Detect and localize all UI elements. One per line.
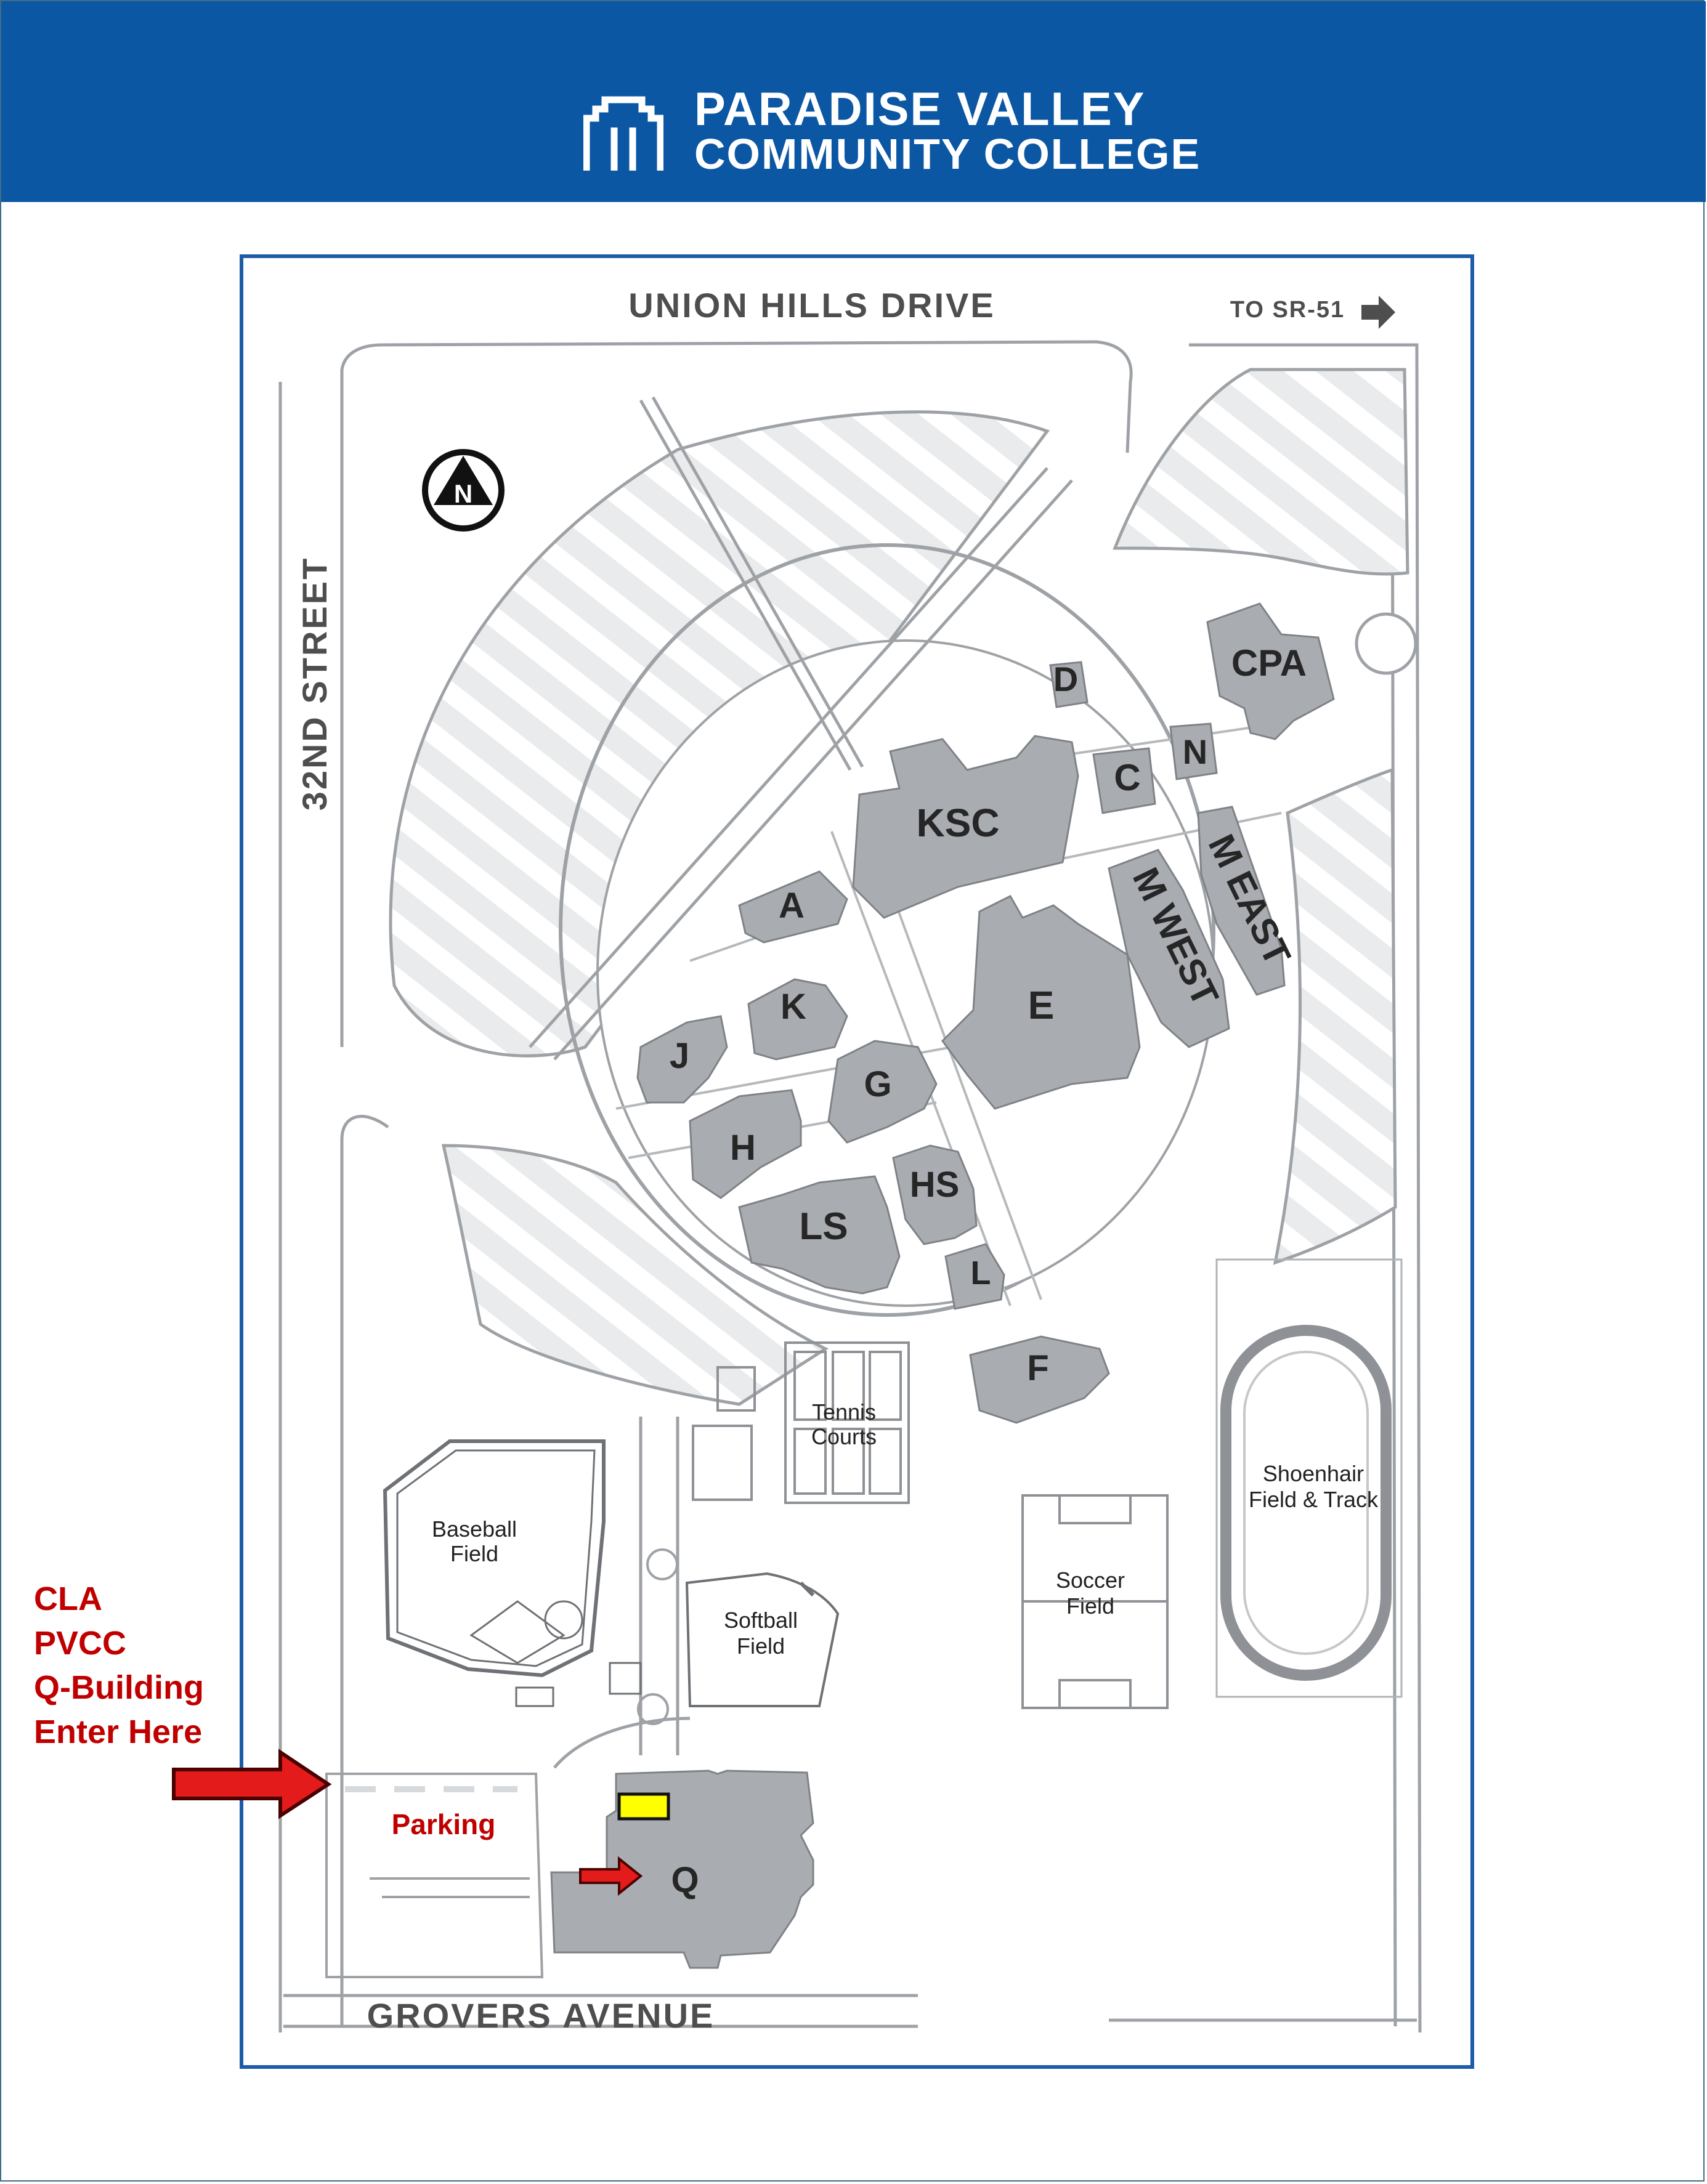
building-label-ls: LS [799, 1205, 848, 1248]
building-label-e: E [1028, 983, 1055, 1027]
building-label-k: K [781, 987, 806, 1027]
building-j [636, 1015, 728, 1104]
logo-title-line2: COMMUNITY COLLEGE [694, 130, 1201, 178]
baseball-field-label-line2: Field [450, 1541, 498, 1566]
header-banner: PARADISE VALLEY COMMUNITY COLLEGE [1, 1, 1706, 202]
softball-field [685, 1572, 840, 1707]
roundabout-south-1 [646, 1548, 678, 1580]
shoenhair-track [1215, 1258, 1403, 1698]
building-label-l: L [971, 1255, 991, 1292]
track-label-line1: Shoenhair [1263, 1461, 1364, 1486]
building-n [1169, 722, 1218, 780]
softball-field-label-line2: Field [737, 1633, 785, 1659]
building-m-east [1197, 806, 1286, 996]
north-compass-icon: N [422, 449, 505, 532]
building-label-q: Q [671, 1860, 699, 1900]
building-columns-logo-icon [583, 96, 663, 171]
direction-label: TO SR-51 [1230, 297, 1345, 323]
soccer-field-label-line1: Soccer [1056, 1567, 1125, 1593]
parking-lot-northeast [1113, 368, 1409, 576]
street-label-west: 32ND STREET [295, 557, 334, 811]
q-entrance-arrow-icon [579, 1856, 643, 1896]
soccer-field-label-line2: Field [1066, 1593, 1114, 1619]
tennis-courts [692, 1341, 910, 1504]
tennis-courts-label-line2: Courts [811, 1424, 877, 1449]
tennis-courts-label-line1: Tennis [812, 1399, 876, 1425]
diagonal-boulevard [529, 396, 1073, 1061]
callout-line-3: Q-Building [34, 1669, 204, 1706]
building-label-d: D [1053, 660, 1078, 698]
street-label-north: UNION HILLS DRIVE [628, 286, 995, 325]
south-access-road [553, 1417, 691, 1769]
roundabout-east [1355, 612, 1417, 675]
building-label-j: J [670, 1036, 689, 1076]
entrance-callout: CLA PVCC Q-Building Enter Here [34, 1577, 204, 1754]
building-m-west [1108, 849, 1230, 1048]
track-label-line2: Field & Track [1249, 1487, 1379, 1512]
parking-lot-south [325, 1773, 544, 1978]
building-cpa [1206, 602, 1335, 740]
q-building-entrance-highlight [617, 1792, 670, 1821]
logo-title-line1: PARADISE VALLEY [694, 83, 1146, 135]
baseball-field-label-line1: Baseball [432, 1516, 517, 1542]
callout-line-4: Enter Here [34, 1713, 203, 1750]
enter-here-arrow-icon [172, 1749, 332, 1819]
street-label-south: GROVERS AVENUE [367, 1996, 715, 2035]
soccer-field [1021, 1494, 1169, 1709]
building-label-c: C [1114, 757, 1140, 798]
building-ls [738, 1175, 901, 1295]
building-f [969, 1335, 1110, 1424]
building-label-n: N [1183, 732, 1207, 771]
roundabout-south-2 [637, 1693, 669, 1725]
building-g [827, 1040, 938, 1144]
building-l [944, 1243, 1005, 1310]
softball-field-label-line1: Softball [724, 1608, 798, 1633]
parking-lot-southwest [441, 1144, 829, 1406]
callout-line-2: PVCC [34, 1625, 127, 1662]
building-label-g: G [864, 1064, 891, 1104]
building-a [738, 870, 848, 944]
building-c [1092, 747, 1156, 814]
campus-ring-road [559, 543, 1215, 1317]
building-label-cpa: CPA [1231, 642, 1307, 684]
north-label: N [454, 479, 472, 508]
building-label-h: H [730, 1128, 756, 1168]
building-e [941, 895, 1141, 1110]
right-arrow-icon [1361, 296, 1395, 329]
building-hs [892, 1144, 978, 1245]
building-d [1049, 661, 1089, 708]
building-h [689, 1089, 802, 1199]
building-ksc [852, 735, 1079, 919]
building-k [747, 978, 848, 1061]
baseball-field [383, 1439, 642, 1707]
building-label-f: F [1027, 1348, 1048, 1388]
callout-line-1: CLA [34, 1580, 102, 1617]
building-label-a: A [779, 886, 805, 926]
building-label-hs: HS [910, 1165, 960, 1205]
parking-label: Parking [392, 1808, 496, 1840]
building-label-ksc: KSC [916, 801, 999, 845]
